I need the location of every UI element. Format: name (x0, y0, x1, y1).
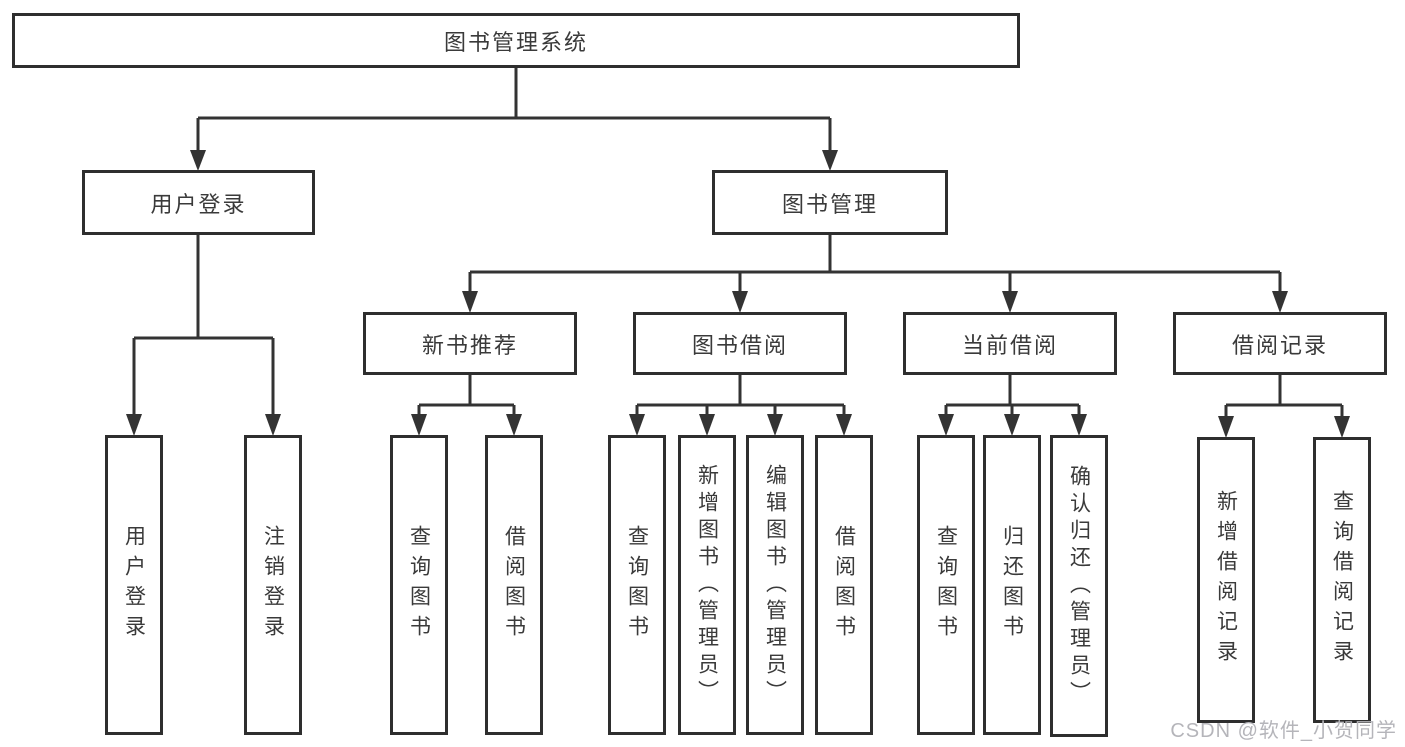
node-book-borrow-label: 图书借阅 (691, 332, 788, 358)
arrowheads (126, 150, 1350, 438)
leaf-records-query-borrow-record-label: 查询借阅记录 (1330, 490, 1354, 670)
leaf-current-query-books: 查询图书 (917, 435, 975, 735)
leaf-current-query-books-label: 查询图书 (934, 525, 958, 645)
node-borrow-records: 借阅记录 (1173, 312, 1387, 375)
leaf-login-logout: 注销登录 (244, 435, 302, 735)
leaf-records-query-borrow-record: 查询借阅记录 (1313, 437, 1371, 723)
leaf-login-logout-label: 注销登录 (261, 525, 285, 645)
leaf-borrow-add-books-admin-label: 新增图书（管理员） (695, 463, 719, 707)
leaf-recommend-query-books: 查询图书 (390, 435, 448, 735)
node-book-manage-label: 图书管理 (781, 191, 878, 217)
leaf-recommend-query-books-label: 查询图书 (407, 525, 431, 645)
leaf-current-confirm-return-admin: 确认归还（管理员） (1050, 435, 1108, 737)
node-root-label: 图书管理系统 (443, 29, 588, 55)
leaf-current-confirm-return-admin-label: 确认归还（管理员） (1067, 464, 1091, 708)
leaf-current-return-books-label: 归还图书 (1000, 525, 1024, 645)
node-book-borrow: 图书借阅 (633, 312, 847, 375)
leaf-borrow-add-books-admin: 新增图书（管理员） (678, 435, 736, 735)
leaf-login-user-login: 用户登录 (105, 435, 163, 735)
leaf-borrow-query-books-label: 查询图书 (625, 525, 649, 645)
node-new-book-recommend: 新书推荐 (363, 312, 577, 375)
leaf-records-add-borrow-record-label: 新增借阅记录 (1214, 490, 1238, 670)
node-book-manage: 图书管理 (712, 170, 948, 235)
node-borrow-records-label: 借阅记录 (1231, 332, 1328, 358)
leaf-borrow-edit-books-admin: 编辑图书（管理员） (746, 435, 804, 735)
node-user-login: 用户登录 (82, 170, 315, 235)
watermark: CSDN @软件_小贺同学 (1170, 720, 1397, 742)
leaf-borrow-borrow-books-label: 借阅图书 (832, 525, 856, 645)
node-root: 图书管理系统 (12, 13, 1020, 68)
leaf-recommend-borrow-books: 借阅图书 (485, 435, 543, 735)
node-new-book-recommend-label: 新书推荐 (421, 332, 518, 358)
node-current-borrow: 当前借阅 (903, 312, 1117, 375)
node-current-borrow-label: 当前借阅 (961, 332, 1058, 358)
leaf-borrow-query-books: 查询图书 (608, 435, 666, 735)
node-user-login-label: 用户登录 (150, 191, 247, 217)
leaf-current-return-books: 归还图书 (983, 435, 1041, 735)
leaf-records-add-borrow-record: 新增借阅记录 (1197, 437, 1255, 723)
leaf-borrow-edit-books-admin-label: 编辑图书（管理员） (763, 463, 787, 707)
leaf-recommend-borrow-books-label: 借阅图书 (502, 525, 526, 645)
leaf-borrow-borrow-books: 借阅图书 (815, 435, 873, 735)
leaf-login-user-login-label: 用户登录 (122, 525, 146, 645)
